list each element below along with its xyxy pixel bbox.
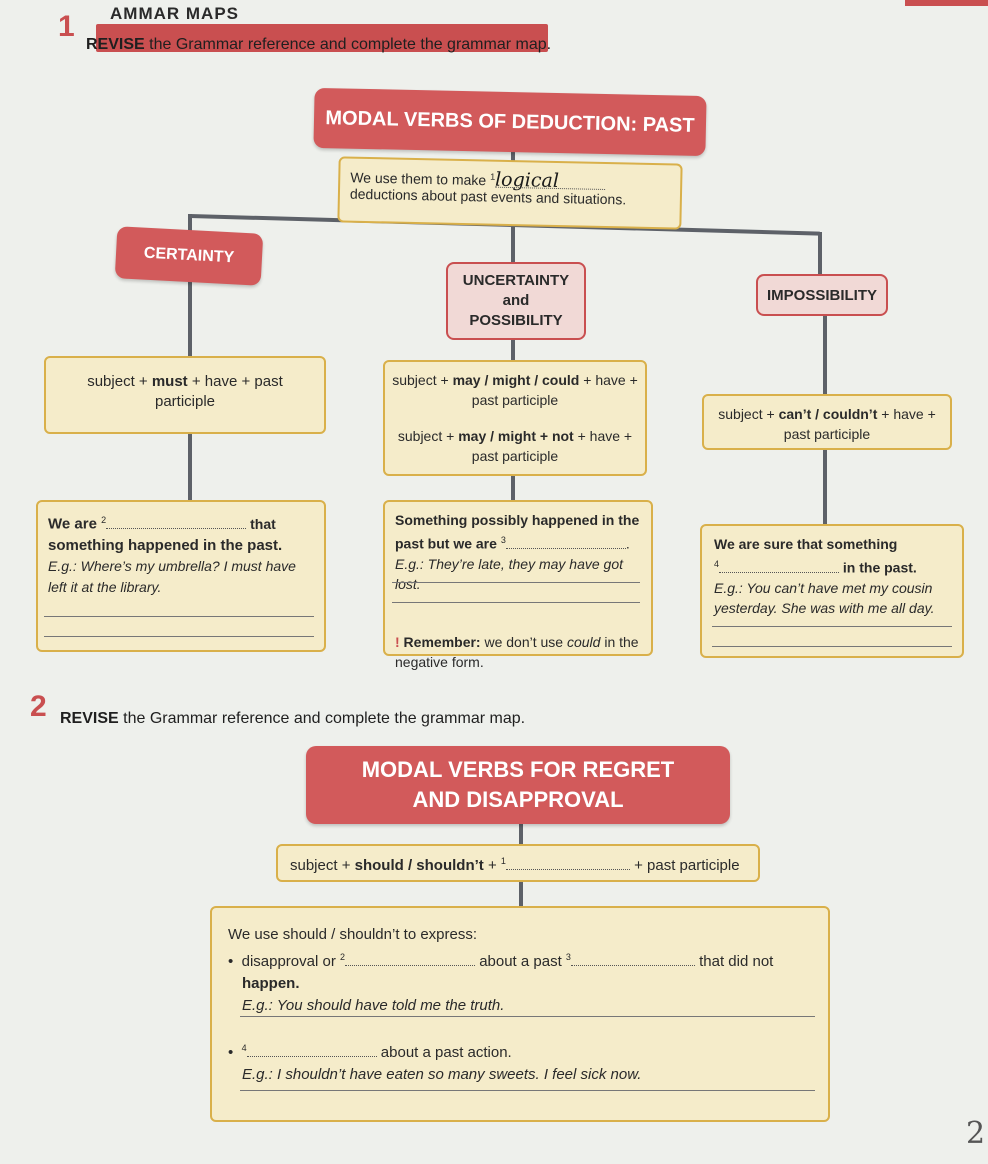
exercise-2-instruction: REVISE the Grammar reference and complet… [60, 710, 526, 727]
blank-3[interactable] [505, 547, 626, 549]
regret-blank-2[interactable] [345, 965, 476, 966]
regret-form: subject + should / shouldn’t + 1 + past … [276, 844, 760, 882]
uncertainty-heading: UNCERTAINTY and POSSIBILITY [446, 262, 586, 340]
margin-handwritten-mark: 2 [966, 1116, 986, 1151]
exercise-1-number: 1 [58, 10, 75, 43]
exercise-2-number: 2 [30, 690, 47, 723]
intro-box: We use them to make 1logical deductions … [337, 156, 683, 230]
impossibility-form: subject + can’t / couldn’t + have + past… [702, 394, 952, 450]
answer-1-handwritten: logical [495, 168, 606, 192]
regret-blank-3[interactable] [570, 965, 695, 966]
deduction-title: MODAL VERBS OF DEDUCTION: PAST [313, 87, 707, 157]
page-header-title: AMMAR MAPS [110, 4, 239, 23]
certainty-form: subject + must + have + past participle [44, 356, 326, 434]
uncertainty-example: Something possibly happened in the past … [383, 500, 653, 670]
header-bar [96, 24, 548, 52]
regret-title: MODAL VERBS FOR REGRET AND DISAPPROVAL [306, 746, 730, 824]
header-corner [905, 0, 988, 6]
certainty-heading: CERTAINTY [114, 226, 264, 286]
uncertainty-form: subject + may / might / could + have + p… [383, 360, 647, 476]
blank-4[interactable] [719, 571, 840, 573]
blank-2[interactable] [106, 527, 247, 529]
impossibility-example: We are sure that something 4 in the past… [700, 524, 964, 658]
regret-usage: We use should / shouldn’t to express: • … [210, 906, 830, 1122]
regret-blank-1[interactable] [505, 869, 630, 870]
impossibility-heading: IMPOSSIBILITY [756, 274, 888, 316]
regret-blank-4[interactable] [246, 1056, 377, 1057]
exercise-1-instruction: REVISE the Grammar reference and complet… [86, 36, 552, 53]
